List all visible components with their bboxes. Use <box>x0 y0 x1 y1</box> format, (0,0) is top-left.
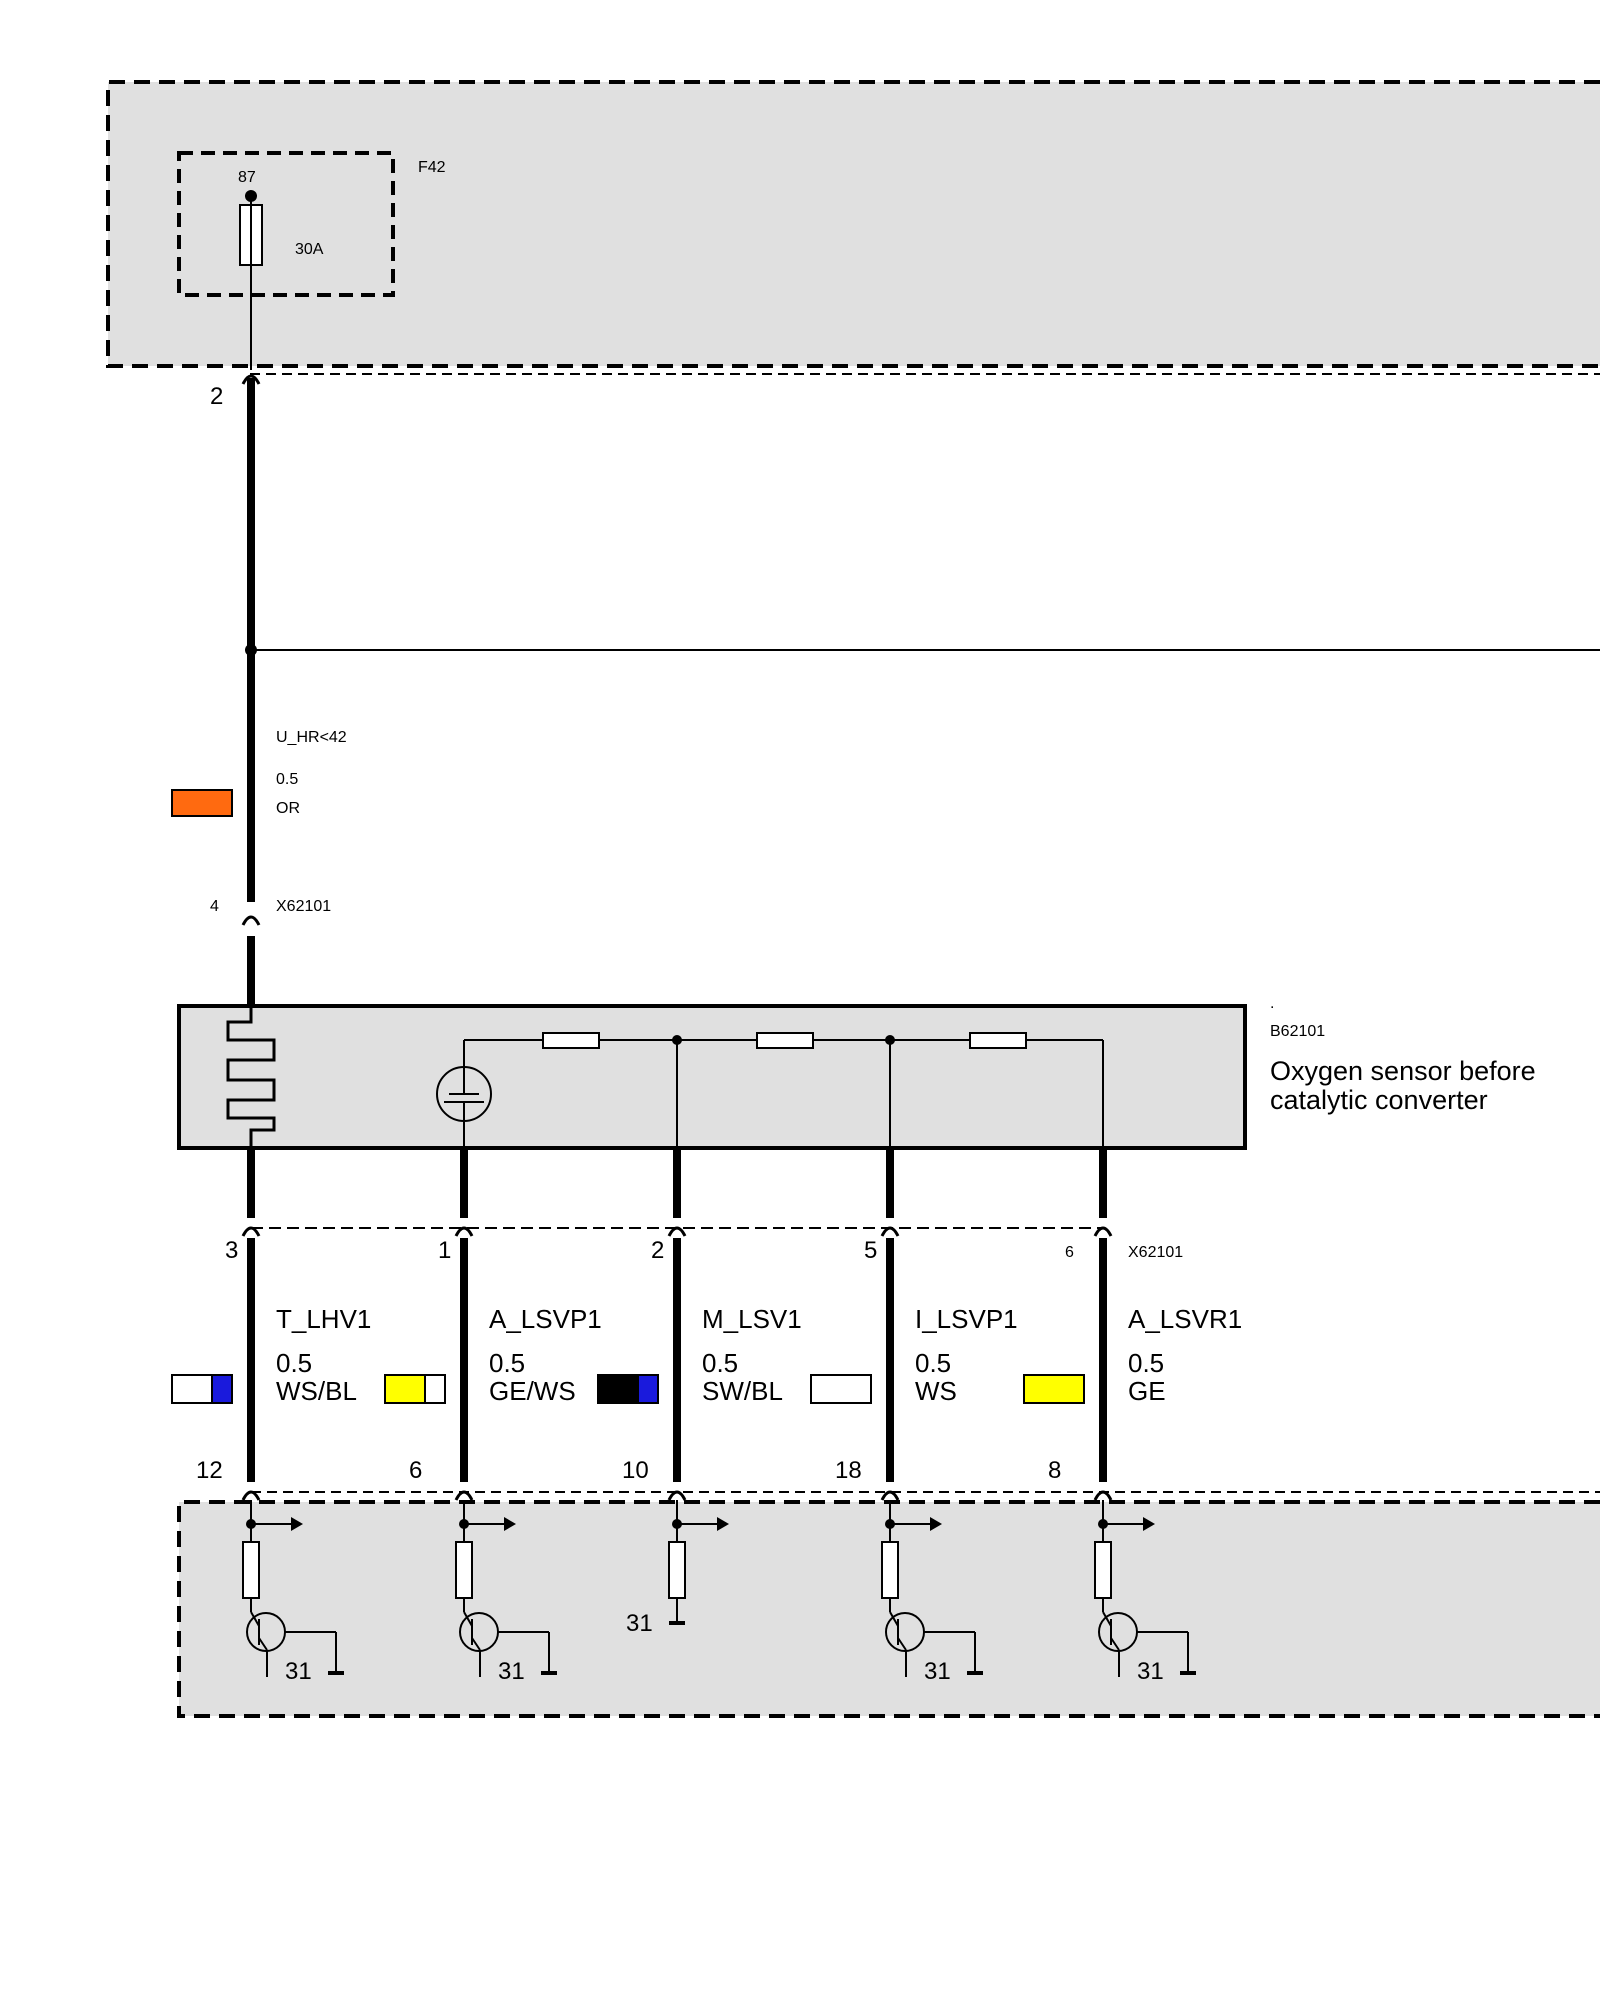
supply-swatch-rect <box>171 789 233 817</box>
ecu-pin-label: 18 <box>835 1457 862 1484</box>
wire-color-label: WS/BL <box>276 1376 357 1406</box>
supply-gauge-label: 0.5 <box>276 771 298 788</box>
ground-label: 31 <box>285 1658 312 1685</box>
ground-label: 31 <box>1137 1658 1164 1685</box>
wire-signal-label: M_LSV1 <box>702 1304 802 1334</box>
arrow-icon <box>930 1517 942 1531</box>
wire-m_lsv1: 2M_LSV1 0.5SW/BL 10 31 <box>597 1148 802 1637</box>
wire-color-label: SW/BL <box>702 1376 783 1406</box>
wire-columns: 3T_LHV10.5WS/BL12311A_LSVP10.5GE/WS6312M… <box>171 1148 1242 1685</box>
fuse-rating-label: 30A <box>295 241 324 258</box>
supply-connector-pin: 4 <box>210 898 219 915</box>
wire-gauge-label: 0.5 <box>1128 1348 1164 1378</box>
ecu-pin-label: 8 <box>1048 1457 1061 1484</box>
wire-color-swatch <box>384 1374 446 1404</box>
supply-connector-id: X62101 <box>276 898 331 915</box>
wire-t_lhv1: 3T_LHV1 0.5WS/BL 12 31 <box>171 1148 371 1685</box>
wire-color-swatch <box>597 1374 659 1404</box>
fuse-connector-pin: 2 <box>210 383 223 410</box>
wire-signal-label: T_LHV1 <box>276 1304 371 1334</box>
ecu-pin-label: 6 <box>409 1457 422 1484</box>
wire-color-swatch <box>1023 1374 1085 1404</box>
wire-color-swatch <box>171 1374 233 1404</box>
lower-connector-id: X62101 <box>1128 1244 1183 1261</box>
sensor-pin-label: 5 <box>864 1237 877 1264</box>
wire-signal-label: A_LSVP1 <box>489 1304 602 1334</box>
transistor-icon <box>885 1598 976 1677</box>
sensor-pin-label: 2 <box>651 1237 664 1264</box>
arrow-icon <box>717 1517 729 1531</box>
ground-label: 31 <box>924 1658 951 1685</box>
sensor-id-label: B62101 <box>1270 1023 1325 1040</box>
sensor-description-line2: catalytic converter <box>1270 1085 1488 1115</box>
wire-gauge-label: 0.5 <box>702 1348 738 1378</box>
wire-i_lsvp1: 5I_LSVP1 0.5WS 18 31 <box>810 1148 1018 1685</box>
fuse-connector-symbol: 2 <box>210 374 261 410</box>
oxygen-sensor: . B62101 Oxygen sensor before catalytic … <box>177 995 1536 1150</box>
sensor-description-line1: Oxygen sensor before <box>1270 1056 1536 1086</box>
wire-gauge-label: 0.5 <box>276 1348 312 1378</box>
fuse-f42: 87 30A F42 <box>177 151 446 370</box>
transistor-icon <box>246 1598 337 1677</box>
transistor-icon <box>1098 1598 1189 1677</box>
supply-color-label: OR <box>276 800 300 817</box>
sensor-pin-label: 6 <box>1065 1244 1074 1261</box>
fuse-module <box>106 80 1600 375</box>
wire-gauge-label: 0.5 <box>489 1348 525 1378</box>
supply-wire: U_HR<42 0.5 OR 4 X62101 <box>171 378 1600 1008</box>
sensor-pin-label: 1 <box>438 1237 451 1264</box>
wire-signal-label: A_LSVR1 <box>1128 1304 1242 1334</box>
supply-signal-label: U_HR<42 <box>276 729 347 746</box>
ground-label: 31 <box>498 1658 525 1685</box>
wire-signal-label: I_LSVP1 <box>915 1304 1018 1334</box>
fuse-terminal-label: 87 <box>238 169 256 186</box>
heater-element-icon <box>226 1008 276 1148</box>
sensor-pin-label: 3 <box>225 1237 238 1264</box>
ecu-pin-label: 10 <box>622 1457 649 1484</box>
arrow-icon <box>291 1517 303 1531</box>
wire-a_lsvp1: 1A_LSVP1 0.5GE/WS 6 31 <box>384 1148 602 1685</box>
arrow-icon <box>504 1517 516 1531</box>
transistor-icon <box>459 1598 550 1677</box>
supply-color-swatch <box>171 789 233 817</box>
wire-gauge-label: 0.5 <box>915 1348 951 1378</box>
wire-color-label: WS <box>915 1376 957 1406</box>
sensor-dot: . <box>1270 995 1274 1012</box>
sensor-cell-icon <box>436 1040 492 1148</box>
ground-label: 31 <box>626 1610 653 1637</box>
wire-a_lsvr1: 6A_LSVR1 0.5GE 8 31 <box>1023 1148 1242 1685</box>
fuse-id-label: F42 <box>418 159 446 176</box>
arrow-icon <box>1143 1517 1155 1531</box>
ecu-pin-label: 12 <box>196 1457 223 1484</box>
wire-color-swatch <box>810 1374 872 1404</box>
wire-color-label: GE <box>1128 1376 1166 1406</box>
wire-color-label: GE/WS <box>489 1376 576 1406</box>
resistor-network <box>464 1032 1104 1148</box>
